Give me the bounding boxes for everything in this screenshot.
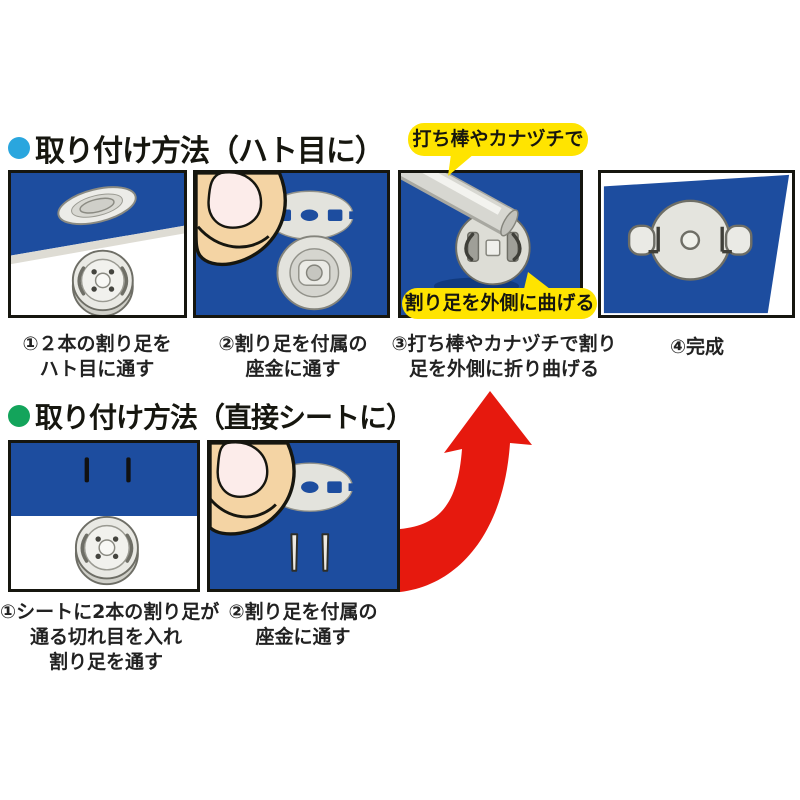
step4-done-panel — [598, 170, 795, 318]
finger-icon — [210, 443, 296, 536]
step2-washer-panel — [193, 170, 390, 318]
snap-front-icon — [71, 249, 134, 315]
snap-back-icon — [276, 235, 353, 311]
step1-eyelet-illustration — [11, 173, 184, 315]
slit-mark — [126, 457, 131, 483]
callout-bend: 割り足を外側に曲げる — [402, 272, 597, 319]
caption-line: ④完成 — [669, 336, 725, 358]
caption-line: ①シートに2本の割り足が — [0, 601, 220, 623]
callout-tail-up-icon — [524, 272, 550, 289]
sheet-step1-illustration — [11, 443, 197, 589]
sheet-step2-caption: ②割り足を付属の 座金に通す — [206, 600, 400, 650]
green-bullet-icon — [8, 405, 30, 427]
callout-text: 割り足を外側に曲げる — [404, 292, 595, 314]
snap-front-icon — [74, 516, 139, 586]
slit-mark — [84, 457, 89, 483]
curved-arrow-up-icon — [400, 391, 532, 592]
caption-line: 通る切れ目を入れ — [29, 626, 182, 648]
eyelet-icon — [57, 186, 137, 226]
heading-text: 取り付け方法（ハト目に） — [35, 134, 385, 169]
step1-caption: ①２本の割り足を ハト目に通す — [0, 332, 194, 382]
sheet-step1-panel — [8, 440, 200, 592]
caption-line: ②割り足を付属の — [228, 601, 378, 623]
caption-line: ③打ち棒やカナヅチで割り — [391, 333, 617, 355]
section-heading-eyelet: 取り付け方法（ハト目に） — [8, 126, 385, 170]
sheet-step2-panel — [207, 440, 400, 592]
finished-snap-icon — [627, 199, 753, 281]
step1-eyelet-panel — [8, 170, 187, 318]
caption-line: 割り足を通す — [48, 651, 163, 673]
caption-line: ②割り足を付属の — [218, 333, 368, 355]
split-leg-icon — [290, 533, 299, 572]
callout-text: 打ち棒やカナヅチで — [412, 128, 584, 150]
step2-washer-illustration — [196, 173, 387, 315]
step4-done-illustration — [601, 173, 792, 315]
step3-caption: ③打ち棒やカナヅチで割り 足を外側に折り曲げる — [390, 332, 618, 382]
blue-bullet-icon — [8, 137, 30, 159]
section-heading-sheet: 取り付け方法（直接シートに） — [8, 396, 414, 436]
finger-icon — [196, 173, 287, 267]
callout-hammer: 打ち棒やカナヅチで — [408, 123, 588, 176]
fabric-edge — [11, 225, 184, 265]
sheet-step2-illustration — [210, 443, 397, 589]
caption-line: 座金に通す — [255, 626, 351, 648]
caption-line: ハト目に通す — [39, 358, 155, 380]
sheet-step1-caption: ①シートに2本の割り足が 通る切れ目を入れ 割り足を通す — [0, 600, 220, 675]
punch-rod-icon — [401, 173, 519, 237]
step4-caption: ④完成 — [600, 335, 794, 360]
caption-line: ①２本の割り足を — [22, 333, 172, 355]
sheet-blue — [11, 443, 197, 516]
callout-tail-down-icon — [448, 154, 474, 176]
split-leg-icon — [321, 533, 330, 572]
step2-caption: ②割り足を付属の 座金に通す — [196, 332, 390, 382]
caption-line: 座金に通す — [245, 358, 341, 380]
caption-line: 足を外側に折り曲げる — [408, 358, 599, 380]
heading-text: 取り付け方法（直接シートに） — [35, 401, 414, 434]
